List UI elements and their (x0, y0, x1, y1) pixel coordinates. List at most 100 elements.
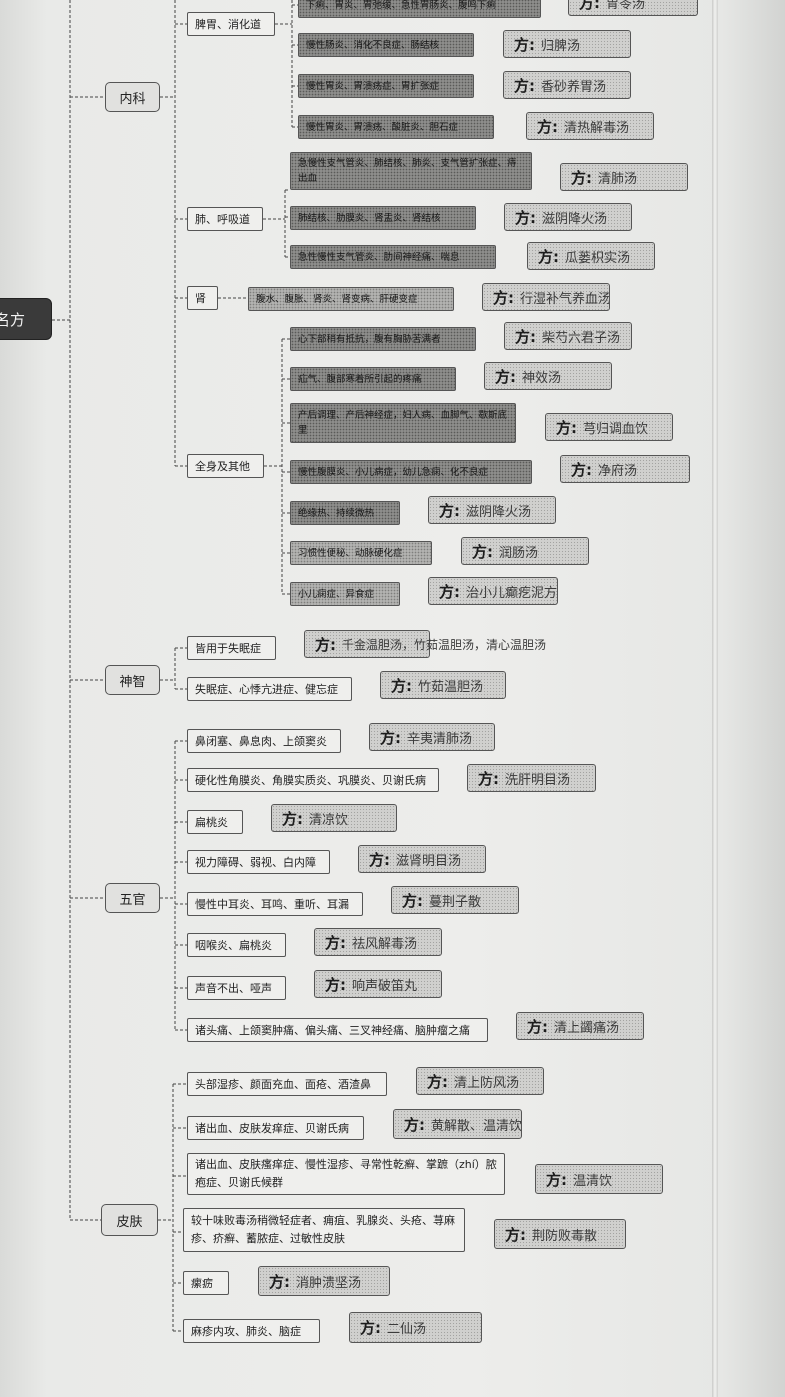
symptom-node[interactable]: 疝气、腹部寒着所引起的疼痛 (290, 367, 456, 391)
symptom-node[interactable]: 诸出血、皮肤发痒症、贝谢氏病 (187, 1116, 364, 1140)
symptom-text: 皆用于失眠症 (195, 642, 261, 655)
prescription-node[interactable]: 方:润肠汤 (461, 537, 589, 565)
prescription-name: 黄解散、温清饮 (431, 1118, 522, 1134)
prescription-name: 行湿补气养血汤 (520, 291, 610, 307)
symptom-node[interactable]: 较十味败毒汤稍微轻症者、痈疽、乳腺炎、头疮、荨麻疹、疥癣、蓄脓症、过敏性皮肤 (183, 1208, 465, 1252)
prescription-node[interactable]: 方: 滋阴降火汤 (504, 203, 632, 231)
prescription-prefix: 方: (325, 975, 346, 994)
category-shenzhi[interactable]: 神智 (105, 665, 160, 695)
symptom-node[interactable]: 鼻闭塞、鼻息肉、上颌窦炎 (187, 729, 341, 753)
prescription-node[interactable]: 方:清凉饮 (271, 804, 397, 832)
prescription-node[interactable]: 方:二仙汤 (349, 1312, 482, 1343)
prescription-prefix: 方: (439, 501, 460, 520)
subcategory-fei[interactable]: 肺、呼吸道 (187, 207, 263, 231)
prescription-name: 荆防败毒散 (532, 1228, 598, 1244)
symptom-node[interactable]: 瘰疬 (183, 1271, 229, 1295)
symptom-node[interactable]: 急慢性支气管炎、肺结核、肺炎、支气管扩张症、痔出血 (290, 152, 532, 190)
prescription-node[interactable]: 方:归脾汤 (503, 30, 631, 58)
symptom-node[interactable]: 皆用于失眠症 (187, 636, 276, 660)
prescription-node[interactable]: 方:滋阴降火汤 (428, 496, 556, 524)
symptom-node[interactable]: 硬化性角膜炎、角膜实质炎、巩膜炎、贝谢氏病 (187, 768, 439, 792)
subcategory-quanshen[interactable]: 全身及其他 (187, 454, 264, 478)
prescription-node[interactable]: 方:温清饮 (535, 1164, 663, 1194)
symptom-node[interactable]: 咽喉炎、扁桃炎 (187, 933, 286, 957)
symptom-node[interactable]: 声音不出、哑声 (187, 976, 286, 1000)
symptom-node[interactable]: 慢性胃炎、胃溃疡、酸脏炎、胆石症 (298, 115, 494, 139)
prescription-node[interactable]: 方:治小儿癫疙泥方 (428, 577, 558, 605)
prescription-prefix: 方: (579, 0, 600, 12)
symptom-node[interactable]: 腹水、腹胀、肾炎、肾变病、肝硬变症 (248, 287, 454, 311)
symptom-node[interactable]: 习惯性便秘、动脉硬化症 (290, 541, 432, 565)
prescription-node[interactable]: 方:祛风解毒汤 (314, 928, 442, 956)
prescription-node[interactable]: 方:行湿补气养血汤 (482, 283, 610, 311)
subcategory-shen[interactable]: 肾 (187, 286, 218, 310)
prescription-node[interactable]: 方:瓜蒌枳实汤 (527, 242, 655, 270)
subcategory-piwei[interactable]: 脾胃、消化道 (187, 12, 275, 36)
prescription-node[interactable]: 方:洗肝明目汤 (467, 764, 596, 792)
prescription-prefix: 方: (505, 1225, 526, 1244)
prescription-prefix: 方: (269, 1272, 290, 1291)
prescription-node[interactable]: 方:辛夷清肺汤 (369, 723, 495, 751)
prescription-name: 蔓荆子散 (429, 894, 482, 910)
symptom-text: 硬化性角膜炎、角膜实质炎、巩膜炎、贝谢氏病 (195, 774, 426, 787)
prescription-name: 芎归调血饮 (583, 421, 649, 437)
category-wuguan[interactable]: 五官 (105, 883, 160, 913)
prescription-node[interactable]: 方:千金温胆汤，竹茹温胆汤，清心温胆汤 (304, 630, 546, 658)
prescription-prefix: 方: (282, 809, 303, 828)
symptom-node[interactable]: 产后调理、产后神经症，妇人病、血脚气、歇斯底里 (290, 403, 516, 443)
symptom-node[interactable]: 头部湿疹、颜面充血、面疮、酒渣鼻 (187, 1072, 387, 1096)
prescription-node[interactable]: 方:清上防风汤 (416, 1067, 544, 1095)
symptom-text: 肺结核、肋膜炎、肾盂炎、肾结核 (298, 212, 441, 224)
prescription-prefix: 方: (515, 208, 536, 227)
prescription-name: 洗肝明目汤 (505, 772, 571, 788)
prescription-prefix: 方: (380, 728, 401, 747)
prescription-node[interactable]: 方:响声破笛丸 (314, 970, 442, 998)
category-label: 神智 (119, 674, 146, 690)
symptom-node[interactable]: 下痢、胃炎、胃弛缓、急性胃肠炎、腹鸣下痢 (298, 0, 541, 18)
symptom-node[interactable]: 慢性肠炎、消化不良症、肠结核 (298, 33, 474, 57)
symptom-node[interactable]: 扁桃炎 (187, 810, 243, 834)
prescription-node[interactable]: 方:胃苓汤 (568, 0, 698, 16)
category-pifu[interactable]: 皮肤 (101, 1204, 158, 1236)
symptom-node[interactable]: 小儿痫症、异食症 (290, 582, 400, 606)
symptom-text: 诸出血、皮肤瘙痒症、慢性湿疹、寻常性乾癣、掌蹠（zhí）脓疱症、贝谢氏候群 (195, 1158, 497, 1189)
prescription-prefix: 方: (514, 76, 535, 95)
prescription-node[interactable]: 方:芎归调血饮 (545, 413, 673, 441)
symptom-node[interactable]: 诸头痛、上颌窦肿痛、偏头痛、三叉神经痛、脑肿瘤之痛 (187, 1018, 488, 1042)
prescription-node[interactable]: 方:柴芍六君子汤 (504, 322, 632, 350)
prescription-node[interactable]: 方:净府汤 (560, 455, 690, 483)
symptom-node[interactable]: 视力障碍、弱视、白内障 (187, 850, 330, 874)
symptom-node[interactable]: 急性慢性支气管炎、肋间神经痛、喘息 (290, 245, 496, 269)
prescription-node[interactable]: 方:清热解毒汤 (526, 112, 654, 140)
prescription-node[interactable]: 方:竹茹温胆汤 (380, 671, 506, 699)
symptom-node[interactable]: 麻疹内攻、肺炎、脑症 (183, 1319, 320, 1343)
symptom-node[interactable]: 心下部稍有抵抗，腹有胸胁苦满者 (290, 327, 476, 351)
symptom-node[interactable]: 绝缘热、持续微热 (290, 501, 400, 525)
prescription-node[interactable]: 方:清上蠲痛汤 (516, 1012, 644, 1040)
symptom-text: 瘰疬 (191, 1277, 213, 1290)
root-label: 名方 (0, 310, 26, 329)
root-node[interactable]: 名方 (0, 298, 52, 340)
category-label: 皮肤 (116, 1214, 143, 1230)
prescription-node[interactable]: 方: 荆防败毒散 (494, 1219, 626, 1249)
category-neike[interactable]: 内科 (105, 82, 160, 112)
prescription-node[interactable]: 方:消肿溃坚汤 (258, 1266, 390, 1296)
prescription-node[interactable]: 方:清肺汤 (560, 163, 688, 191)
prescription-node[interactable]: 方:香砂养胃汤 (503, 71, 631, 99)
symptom-text: 诸出血、皮肤发痒症、贝谢氏病 (195, 1122, 349, 1135)
prescription-name: 滋阴降火汤 (542, 211, 608, 227)
symptom-node[interactable]: 肺结核、肋膜炎、肾盂炎、肾结核 (290, 206, 476, 230)
symptom-text: 产后调理、产后神经症，妇人病、血脚气、歇斯底里 (298, 410, 508, 436)
prescription-node[interactable]: 方:蔓荆子散 (391, 886, 519, 914)
prescription-node[interactable]: 方:神效汤 (484, 362, 612, 390)
symptom-node[interactable]: 慢性中耳炎、耳鸣、重听、耳漏 (187, 892, 363, 916)
symptom-node[interactable]: 诸出血、皮肤瘙痒症、慢性湿疹、寻常性乾癣、掌蹠（zhí）脓疱症、贝谢氏候群 (187, 1153, 505, 1195)
prescription-node[interactable]: 方:滋肾明目汤 (358, 845, 486, 873)
prescription-prefix: 方: (514, 35, 535, 54)
symptom-node[interactable]: 失眠症、心悸亢进症、健忘症 (187, 677, 352, 701)
symptom-node[interactable]: 慢性胃炎、胃溃疡症、胃扩张症 (298, 74, 474, 98)
prescription-node[interactable]: 方:黄解散、温清饮 (393, 1109, 522, 1139)
prescription-prefix: 方: (571, 460, 592, 479)
symptom-node[interactable]: 慢性腹膜炎、小儿病症，幼儿急痫、化不良症 (290, 460, 532, 484)
